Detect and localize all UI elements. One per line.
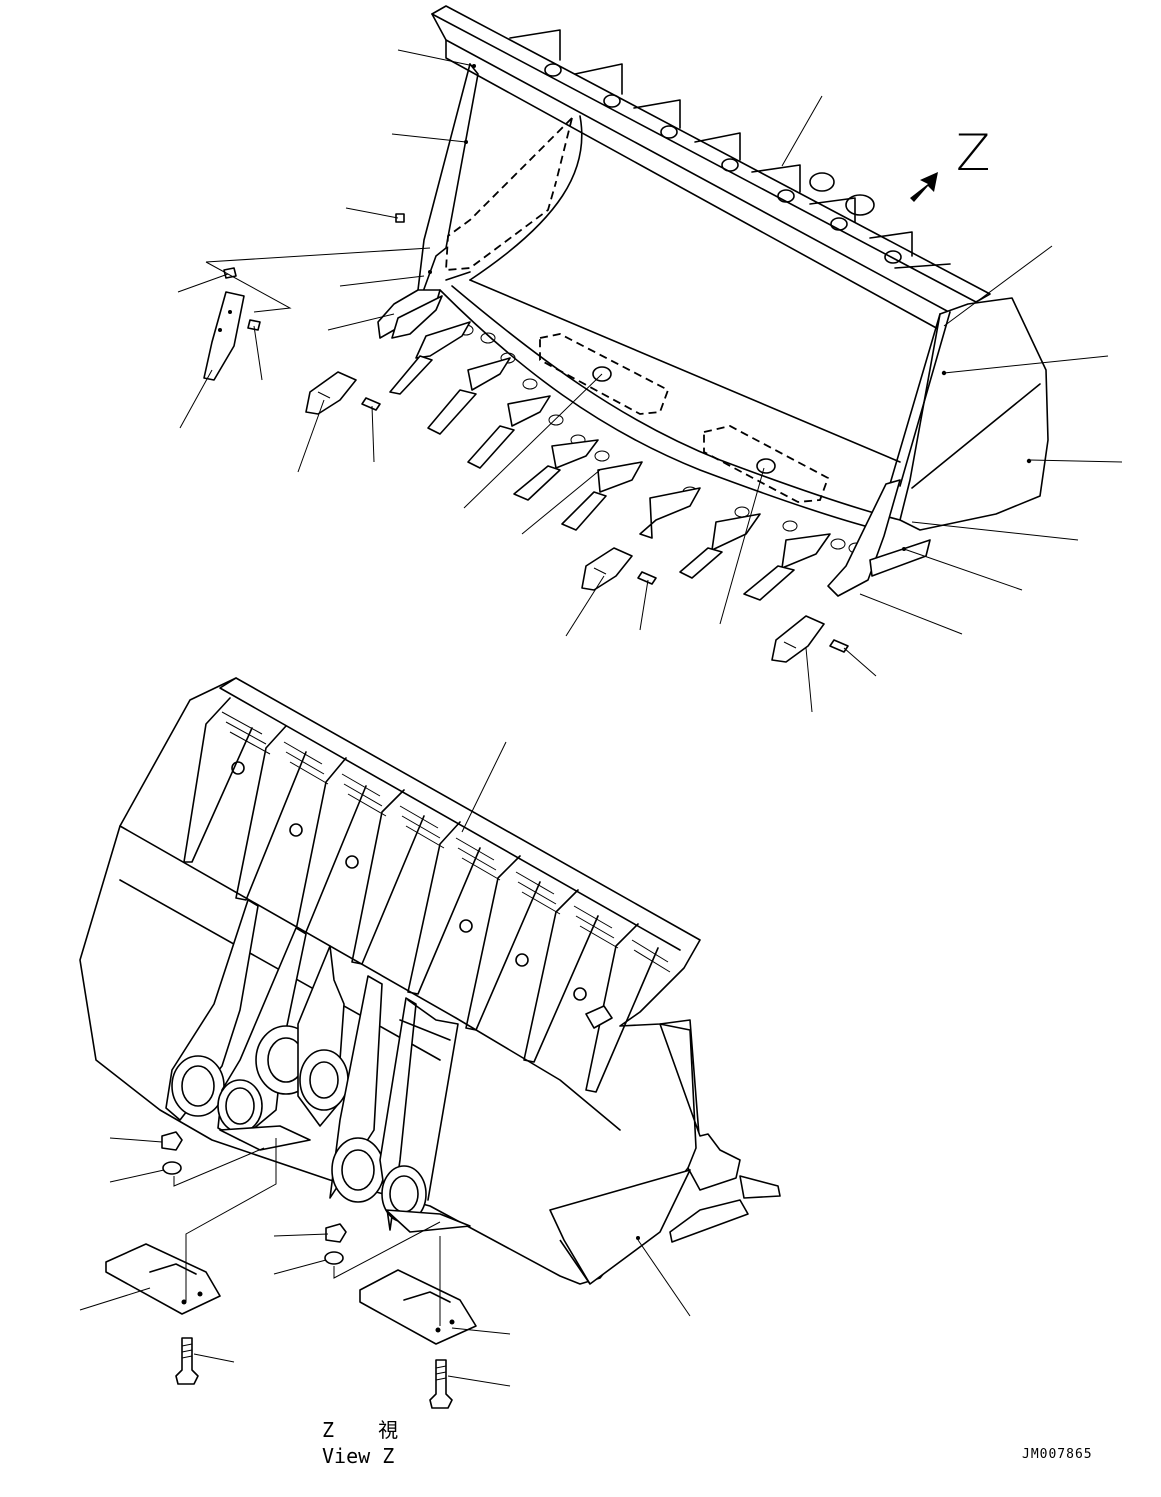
right-side-cutter bbox=[827, 479, 901, 597]
caption-view-z: View Z bbox=[322, 1444, 395, 1468]
bolt-1 bbox=[175, 1337, 199, 1385]
bucket-rear-view bbox=[79, 677, 781, 1285]
loose-bolt-small bbox=[247, 319, 261, 331]
drawing-number: JM007865 bbox=[1022, 1447, 1093, 1462]
nut-1 bbox=[161, 1131, 183, 1151]
loose-tooth-2 bbox=[581, 547, 633, 591]
rail-holes bbox=[544, 63, 902, 264]
shim-plate-1 bbox=[105, 1243, 221, 1315]
rib-holes bbox=[231, 761, 587, 1001]
hardware-lower bbox=[105, 1131, 477, 1409]
view-marker-letter: Z bbox=[956, 124, 991, 182]
loose-tooth-1 bbox=[305, 371, 357, 415]
right-side-plate bbox=[899, 297, 1049, 531]
rear-side-cutter bbox=[659, 1023, 741, 1191]
shim-plate-2 bbox=[359, 1269, 477, 1345]
mounting-brackets bbox=[165, 899, 459, 1231]
loose-pin-1 bbox=[361, 397, 381, 411]
loose-pin-3 bbox=[829, 639, 849, 653]
cutting-edge bbox=[439, 289, 881, 531]
bolt-2 bbox=[429, 1359, 453, 1409]
bucket-teeth bbox=[389, 295, 831, 601]
rib-slots bbox=[221, 711, 671, 973]
washer-1 bbox=[162, 1161, 182, 1175]
loose-side-cutter bbox=[203, 291, 245, 381]
leader-lines-lower bbox=[79, 741, 691, 1387]
bucket-front-view bbox=[203, 5, 1049, 663]
leader-lines-upper bbox=[177, 49, 1123, 713]
loose-pin-2 bbox=[637, 571, 657, 585]
nut-2 bbox=[325, 1223, 347, 1243]
loose-tooth-3 bbox=[771, 615, 825, 663]
bucket-inner-bowl bbox=[469, 115, 583, 281]
washer-2 bbox=[324, 1251, 344, 1265]
caption-japanese: Z 視 bbox=[322, 1418, 399, 1442]
loose-washer-top bbox=[395, 213, 405, 223]
rail-ribs bbox=[509, 29, 951, 269]
top-rail bbox=[431, 5, 991, 303]
view-arrow bbox=[910, 172, 938, 202]
